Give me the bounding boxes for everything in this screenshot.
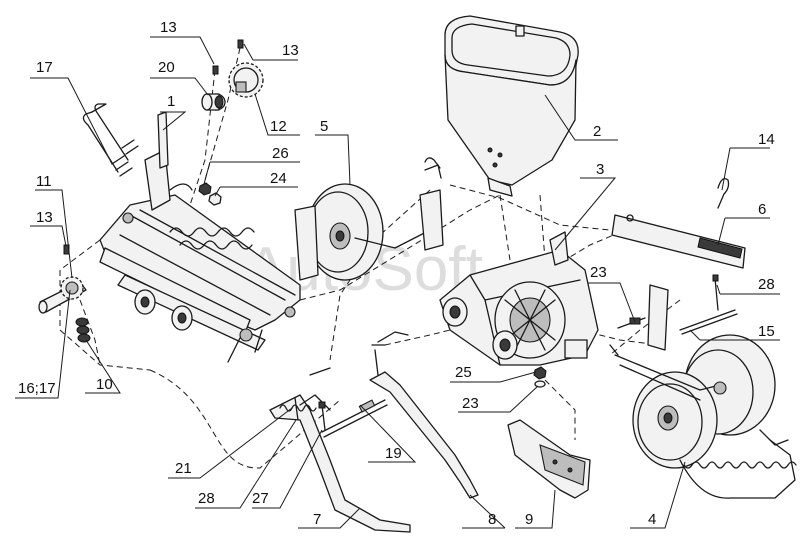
bushing-part-20 <box>201 93 226 111</box>
callout-7: 7 <box>313 511 321 528</box>
callout-8: 8 <box>488 511 496 528</box>
callout-6: 6 <box>758 201 766 218</box>
stud-part-27 <box>318 401 326 431</box>
callout-23-lower: 23 <box>462 395 479 412</box>
callout-20: 20 <box>158 59 175 76</box>
callout-13-top-right: 13 <box>282 42 299 59</box>
sprocket-part-12 <box>228 62 264 98</box>
callout-23-upper: 23 <box>590 264 607 281</box>
callout-5: 5 <box>320 118 328 135</box>
callout-27: 27 <box>252 490 269 507</box>
callout-labels: 13 13 20 17 1 12 5 2 26 24 11 3 14 6 13 … <box>18 19 775 528</box>
callout-3: 3 <box>596 161 604 178</box>
main-frame-part-1 <box>99 111 301 363</box>
rod-part-8 <box>369 331 479 499</box>
cotter-pins-small <box>424 157 619 356</box>
sprocket-part-11 <box>60 276 84 300</box>
callout-19: 19 <box>385 445 402 462</box>
chain-coupling-part-10 <box>75 317 91 343</box>
spring-part-21 <box>279 367 331 412</box>
callout-15: 15 <box>758 323 775 340</box>
wheel-part-5 <box>294 164 444 281</box>
lever-part-7 <box>269 394 411 533</box>
nut-part-26 <box>198 182 212 196</box>
bolt-part-23-upper <box>617 317 646 329</box>
nut-part-24 <box>208 192 222 206</box>
rod-part-15 <box>679 309 738 335</box>
u-bolt-part-17 <box>82 103 139 177</box>
bracket-part-6 <box>611 214 746 269</box>
callout-2: 2 <box>593 123 601 140</box>
callout-9: 9 <box>525 511 533 528</box>
nut-part-25 <box>533 366 547 380</box>
callout-16-17: 16;17 <box>18 380 56 397</box>
callout-13-left: 13 <box>36 209 53 226</box>
callout-25: 25 <box>455 364 472 381</box>
stud-part-28-right <box>712 274 719 311</box>
seed-meter-part-3 <box>439 231 599 366</box>
leader-lines <box>15 36 780 529</box>
callout-10: 10 <box>96 376 113 393</box>
cotter-pin-part-14 <box>717 177 730 209</box>
callout-28-lower: 28 <box>198 490 215 507</box>
callout-1: 1 <box>167 93 175 110</box>
callout-21: 21 <box>175 460 192 477</box>
callout-28-right: 28 <box>758 276 775 293</box>
hopper-part-2 <box>444 15 579 197</box>
washer-part-23-lower <box>534 380 546 388</box>
callout-13-top-left: 13 <box>160 19 177 36</box>
callout-14: 14 <box>758 131 775 148</box>
callout-26: 26 <box>272 145 289 162</box>
closing-wheel-part-4 <box>614 284 776 469</box>
chain-part-4 <box>679 429 797 499</box>
callout-4: 4 <box>648 511 656 528</box>
callout-24: 24 <box>270 170 287 187</box>
screw-part-13-top <box>212 39 244 75</box>
furrow-opener-part-9 <box>507 419 591 499</box>
tie-rod-part-19 <box>321 399 388 438</box>
callout-17: 17 <box>36 59 53 76</box>
callout-11: 11 <box>36 173 52 190</box>
callout-12: 12 <box>270 118 287 135</box>
stud-part-28-lower <box>294 397 299 421</box>
